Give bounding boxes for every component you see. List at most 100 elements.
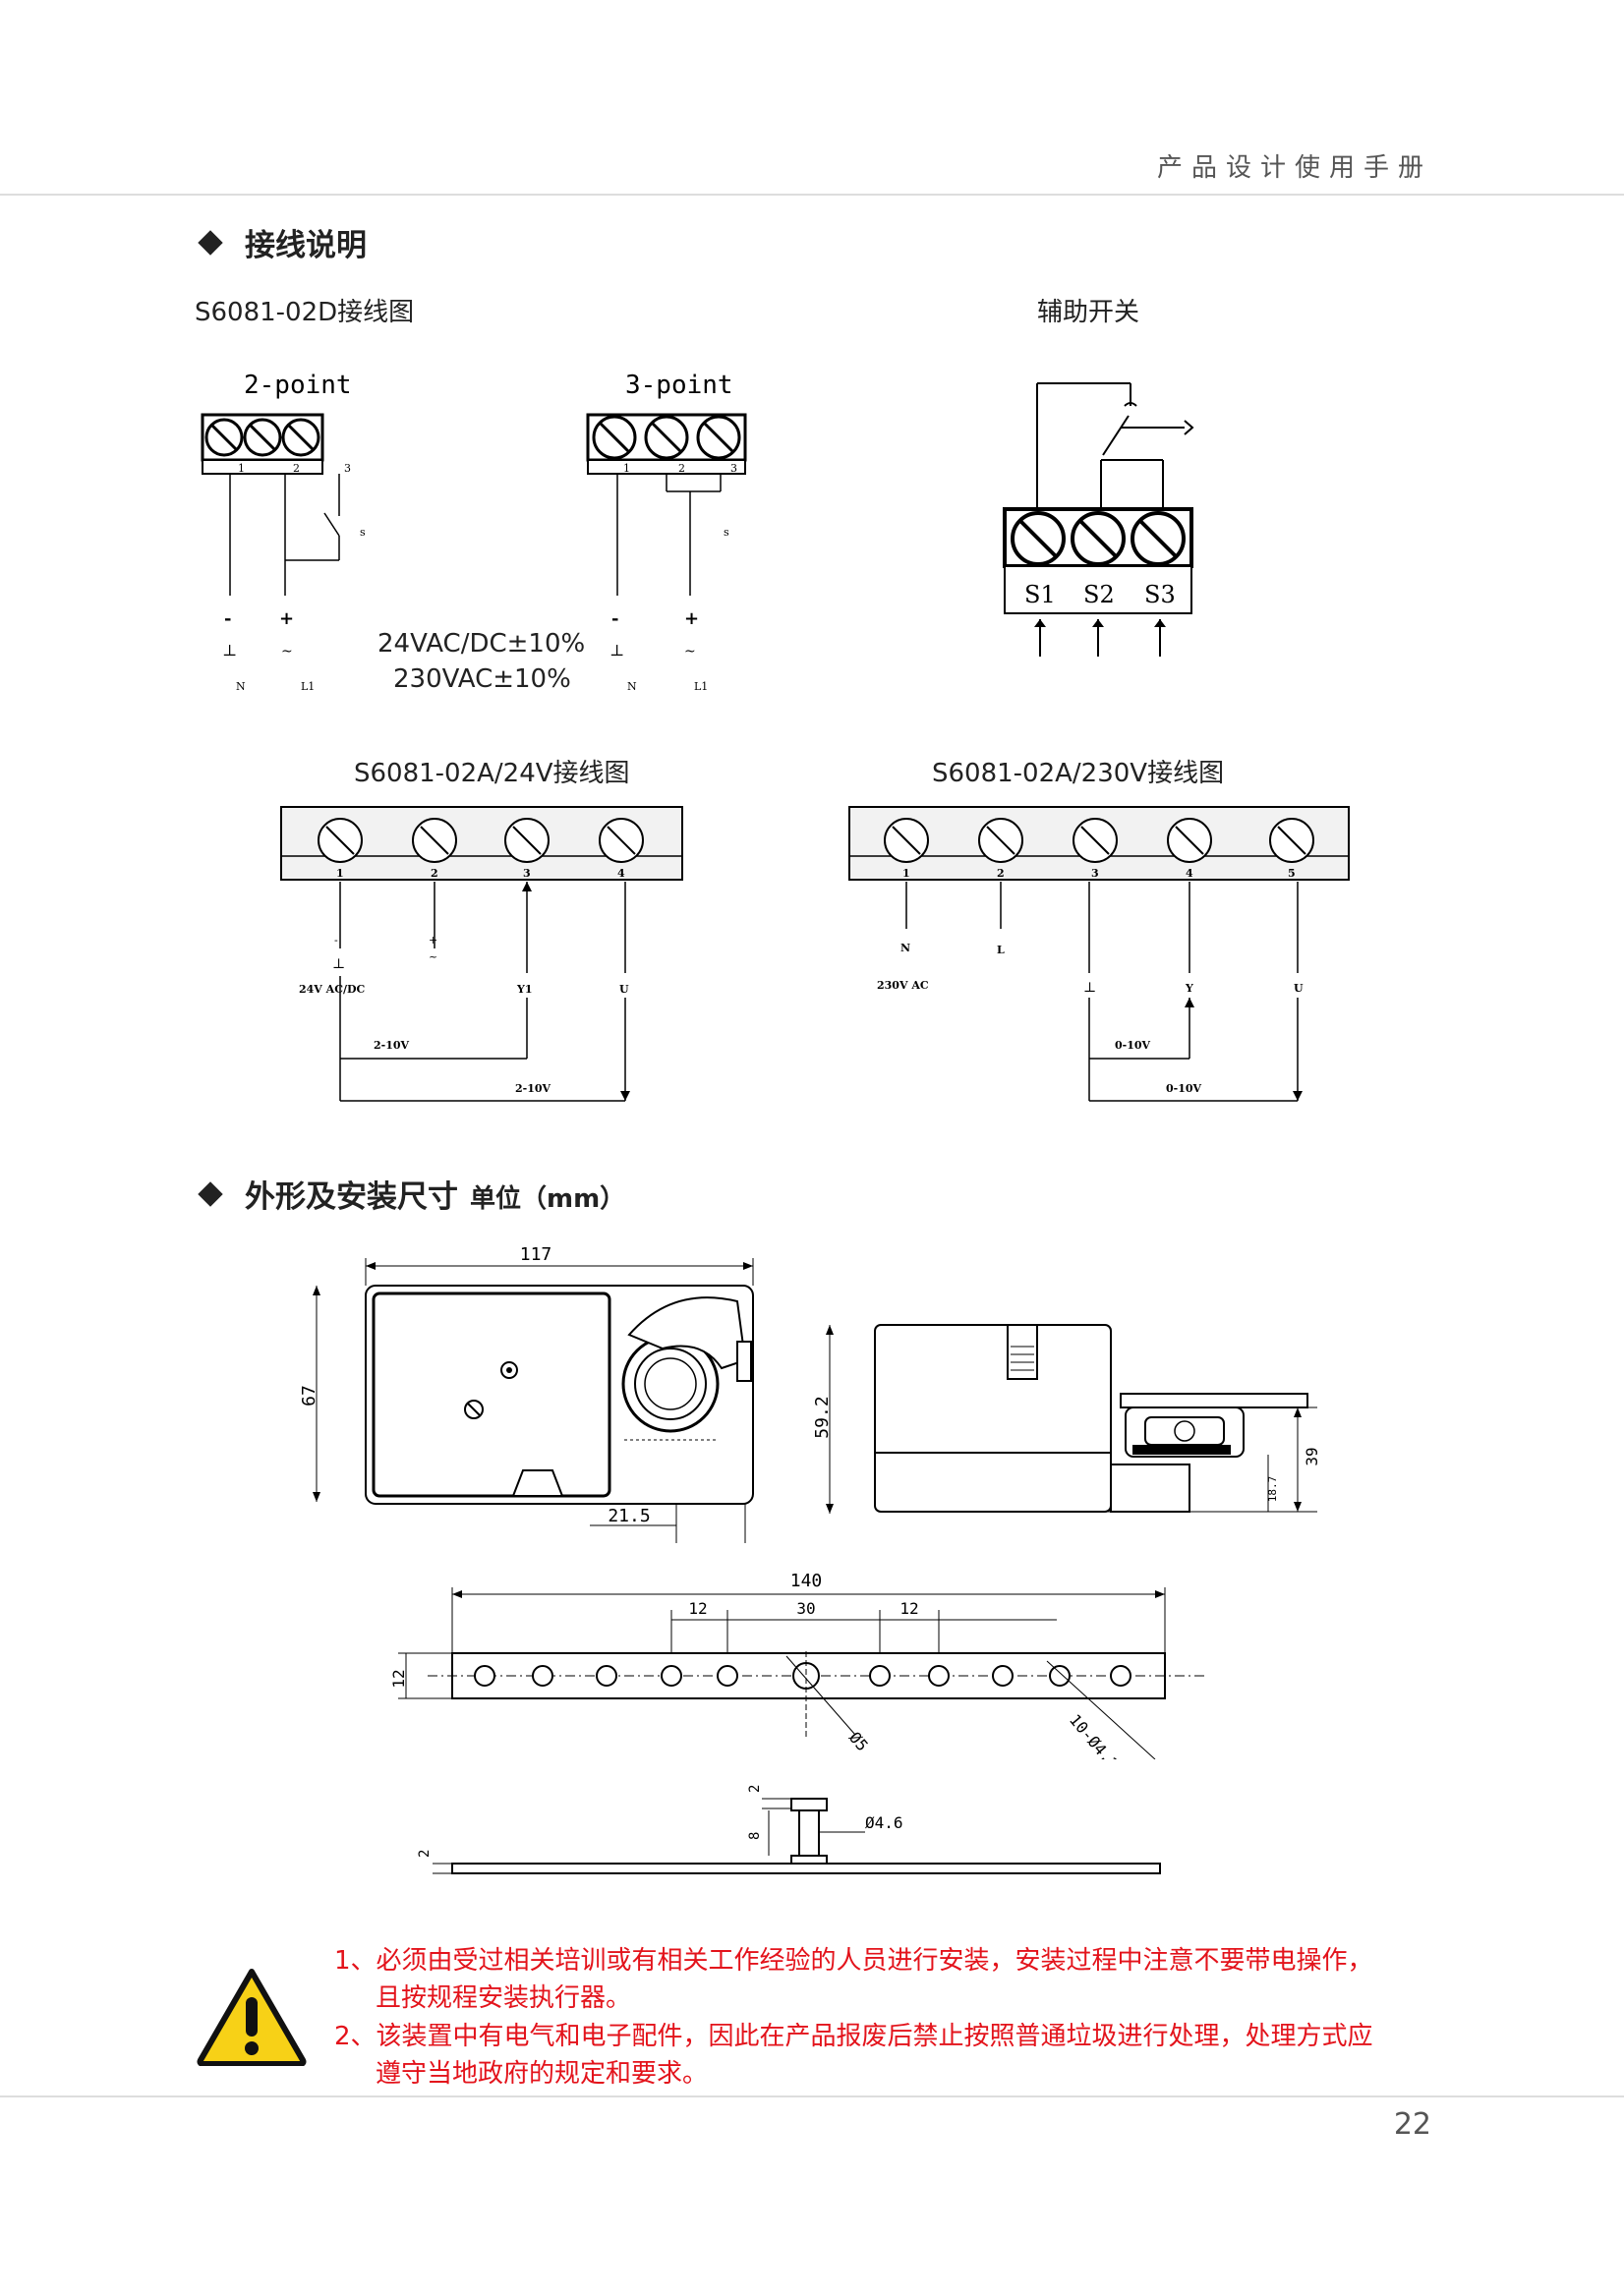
a230-supply-label: 230V AC <box>877 979 929 992</box>
a24-supply-label: 24V AC/DC <box>299 983 366 996</box>
dim-2-a: 2 <box>747 1785 763 1793</box>
section-wiring-title: 接线说明 <box>198 220 367 264</box>
warning-1: 1、必须由受过相关培训或有相关工作经验的人员进行安装，安装过程中注意不要带电操作… <box>334 1942 1373 2017</box>
l1-label-3pt: L1 <box>694 680 708 693</box>
ground-symbol-3pt: ⊥ <box>609 641 624 660</box>
switch-s-label-3pt: s <box>724 526 729 539</box>
switch-s-label: s <box>360 526 366 539</box>
plus-label: + <box>279 608 294 629</box>
a24-t4: 4 <box>617 867 625 880</box>
dim-phi-4-6: Ø4.6 <box>865 1813 903 1832</box>
t2-label: 2 <box>293 462 300 475</box>
aux-switch-diagram: S1 S2 S3 <box>1003 382 1194 657</box>
minus-label-3pt: - <box>611 608 618 629</box>
warning-2-line-2: 遵守当地政府的规定和要求。 <box>376 2059 709 2089</box>
t3-label: 3 <box>344 462 351 475</box>
diamond-bullet-icon <box>198 230 223 256</box>
s3-label: S3 <box>1144 581 1176 608</box>
t3-label-3pt: 3 <box>730 462 737 475</box>
terminal-screw-icon <box>204 418 320 457</box>
dim-140: 140 <box>790 1571 823 1591</box>
a24-wiring-diagram: 1 2 3 4 - ⊥ + ~ 24V AC/DC Y1 U 2-10V 2-1… <box>280 806 683 1102</box>
voltage-label-2: 230VAC±10% <box>393 664 571 694</box>
two-point-label: 2-point <box>244 371 352 400</box>
dim-12-a: 12 <box>688 1599 707 1618</box>
d02d-wiring-diagram: 2-point 1 2 3 s - + ⊥ ~ N L1 3-point 1 2… <box>201 371 747 693</box>
dim-39: 39 <box>1303 1447 1321 1465</box>
bracket-side-view: 2 8 Ø4.6 2 <box>417 1785 1161 1874</box>
l1-label: L1 <box>301 680 315 693</box>
t1-label-3pt: 1 <box>623 462 630 475</box>
a24-t3: 3 <box>523 867 531 880</box>
a230-l: L <box>997 944 1005 956</box>
ground-symbol: ⊥ <box>222 641 237 660</box>
section-wiring-label: 接线说明 <box>245 228 367 263</box>
a24-y1: Y1 <box>516 983 533 996</box>
a230-t3: 3 <box>1091 867 1099 880</box>
a230-title: S6081-02A/230V接线图 <box>932 759 1225 788</box>
s2-label: S2 <box>1083 581 1115 608</box>
diamond-bullet-icon <box>198 1181 223 1207</box>
a24-range-2: 2-10V <box>515 1082 551 1095</box>
a24-title: S6081-02A/24V接线图 <box>354 759 630 788</box>
terminal-screw-icon <box>884 818 1314 863</box>
section-dims-unit: 单位（mm） <box>470 1184 626 1214</box>
terminal-screw-icon <box>318 818 644 863</box>
a230-ground: ⊥ <box>1083 980 1096 996</box>
a230-range-2: 0-10V <box>1166 1082 1202 1095</box>
a24-minus: - <box>334 934 338 947</box>
bracket-plate <box>451 1863 1161 1874</box>
a230-t1: 1 <box>902 867 910 880</box>
header-divider <box>0 194 1624 196</box>
a230-y: Y <box>1185 982 1193 995</box>
a230-t2: 2 <box>997 867 1005 880</box>
dim-10-phi-4-2: 10-Ø4.2 <box>1066 1710 1123 1759</box>
dim-12-b: 12 <box>899 1599 918 1618</box>
terminal-screw-icon <box>592 415 741 460</box>
d02d-title: S6081-02D接线图 <box>195 298 415 327</box>
s1-label: S1 <box>1024 581 1056 608</box>
front-view-drawing: 117 67 21.5 <box>299 1244 754 1543</box>
aux-switch-title: 辅助开关 <box>1037 298 1140 327</box>
dim-59-2: 59.2 <box>812 1396 833 1438</box>
warning-1-line-2: 且按规程安装执行器。 <box>376 1983 632 2013</box>
n-label-3pt: N <box>627 680 637 693</box>
a24-tilde: ~ <box>429 950 437 963</box>
a230-t4: 4 <box>1186 867 1193 880</box>
a230-wiring-diagram: 1 2 3 4 5 N L 230V AC ⊥ Y U 0-10V 0-10V <box>848 806 1350 1102</box>
mounting-bracket <box>1120 1393 1308 1408</box>
section-dims-label: 外形及安装尺寸 <box>245 1179 458 1215</box>
a230-range-1: 0-10V <box>1115 1039 1151 1052</box>
dim-8: 8 <box>747 1832 763 1840</box>
bracket-top-view: 140 12 30 12 12 Ø5 10-Ø4.2 <box>389 1571 1204 1759</box>
side-body <box>874 1324 1112 1513</box>
dim-30: 30 <box>796 1599 815 1618</box>
ac-symbol-3pt: ~ <box>684 644 696 660</box>
dim-18-7: 18.7 <box>1266 1476 1279 1503</box>
warning-2-line-1: 2、该装置中有电气和电子配件，因此在产品报废后禁止按照普通垃圾进行处理，处理方式… <box>334 2022 1373 2051</box>
a24-range-1: 2-10V <box>374 1039 410 1052</box>
mounting-hole-icon <box>474 1662 1131 1690</box>
section-dims-title: 外形及安装尺寸单位（mm） <box>198 1172 626 1216</box>
minus-label: - <box>224 608 231 629</box>
a230-t5: 5 <box>1288 867 1296 880</box>
n-label: N <box>236 680 246 693</box>
dim-12-c: 12 <box>389 1669 408 1688</box>
dim-21-5: 21.5 <box>608 1506 650 1526</box>
terminal-screw-icon <box>1011 511 1186 566</box>
a230-u: U <box>1294 982 1304 995</box>
t2-label-3pt: 2 <box>678 462 685 475</box>
voltage-label-1: 24VAC/DC±10% <box>377 629 586 659</box>
a24-u: U <box>619 983 629 996</box>
page-number: 22 <box>1393 2107 1431 2142</box>
side-view-drawing: 59.2 39 18.7 <box>812 1324 1321 1514</box>
a24-plus: + <box>429 934 437 947</box>
footer-divider <box>0 2095 1624 2097</box>
warning-1-line-1: 1、必须由受过相关培训或有相关工作经验的人员进行安装，安装过程中注意不要带电操作… <box>334 1946 1373 1976</box>
warning-2: 2、该装置中有电气和电子配件，因此在产品报废后禁止按照普通垃圾进行处理，处理方式… <box>334 2018 1373 2093</box>
dim-67: 67 <box>299 1385 319 1406</box>
a24-ground: ⊥ <box>332 956 345 972</box>
dim-phi-5: Ø5 <box>845 1728 872 1754</box>
ac-symbol: ~ <box>281 644 293 660</box>
dim-2-b: 2 <box>417 1850 433 1858</box>
